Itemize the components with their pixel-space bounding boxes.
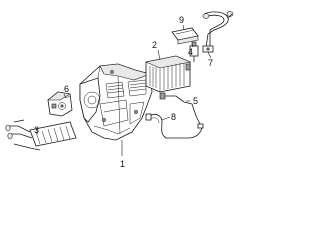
callout-7: 7 — [208, 58, 213, 68]
hvac-case-assembly — [79, 63, 153, 141]
servo-motor — [47, 91, 73, 117]
callout-9: 9 — [179, 15, 184, 25]
refrigerant-tube-assembly — [202, 11, 234, 53]
callout-2: 2 — [152, 40, 157, 50]
callout-6: 6 — [64, 84, 69, 94]
callout-3: 3 — [34, 125, 39, 135]
callout-8: 8 — [171, 112, 176, 122]
evaporator-core — [144, 55, 192, 93]
leader-lines — [35, 24, 212, 156]
callout-4: 4 — [188, 47, 193, 57]
heater-core — [5, 119, 77, 151]
callout-5: 5 — [193, 96, 198, 106]
callout-1: 1 — [120, 159, 125, 169]
drain-hose — [145, 113, 203, 139]
exploded-parts-diagram: 1 2 3 4 5 6 7 8 9 — [5, 11, 234, 169]
temperature-sensor — [159, 92, 204, 129]
expansion-valve — [189, 41, 199, 62]
cabin-filter — [171, 27, 199, 45]
